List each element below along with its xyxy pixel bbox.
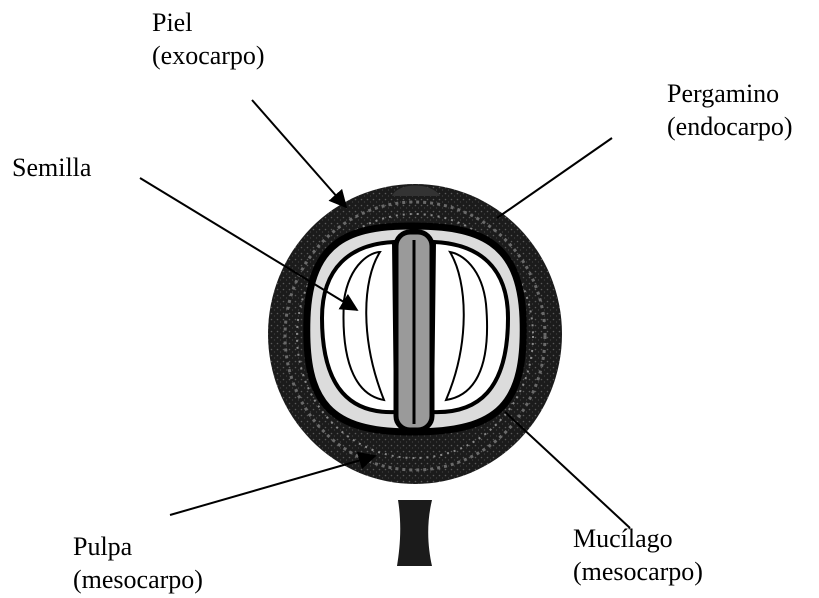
label-semilla-name: Semilla <box>12 151 91 184</box>
label-mucilago-note: (mesocarpo) <box>573 555 703 588</box>
label-pulpa-note: (mesocarpo) <box>73 563 203 596</box>
fruit-stem <box>397 500 432 566</box>
label-pulpa-name: Pulpa <box>73 530 203 563</box>
label-pergamino: Pergamino (endocarpo) <box>667 77 793 143</box>
label-piel: Piel (exocarpo) <box>152 6 265 72</box>
leader-line-pulpa <box>170 456 375 515</box>
label-pergamino-note: (endocarpo) <box>667 110 793 143</box>
label-pulpa: Pulpa (mesocarpo) <box>73 530 203 596</box>
label-piel-name: Piel <box>152 6 265 39</box>
label-mucilago: Mucílago (mesocarpo) <box>573 522 703 588</box>
label-pergamino-name: Pergamino <box>667 77 793 110</box>
label-mucilago-name: Mucílago <box>573 522 703 555</box>
leader-line-mucilago <box>505 412 630 528</box>
label-piel-note: (exocarpo) <box>152 39 265 72</box>
label-semilla: Semilla <box>12 151 91 184</box>
leader-line-pergamino <box>497 138 612 218</box>
leader-line-piel <box>252 100 346 207</box>
